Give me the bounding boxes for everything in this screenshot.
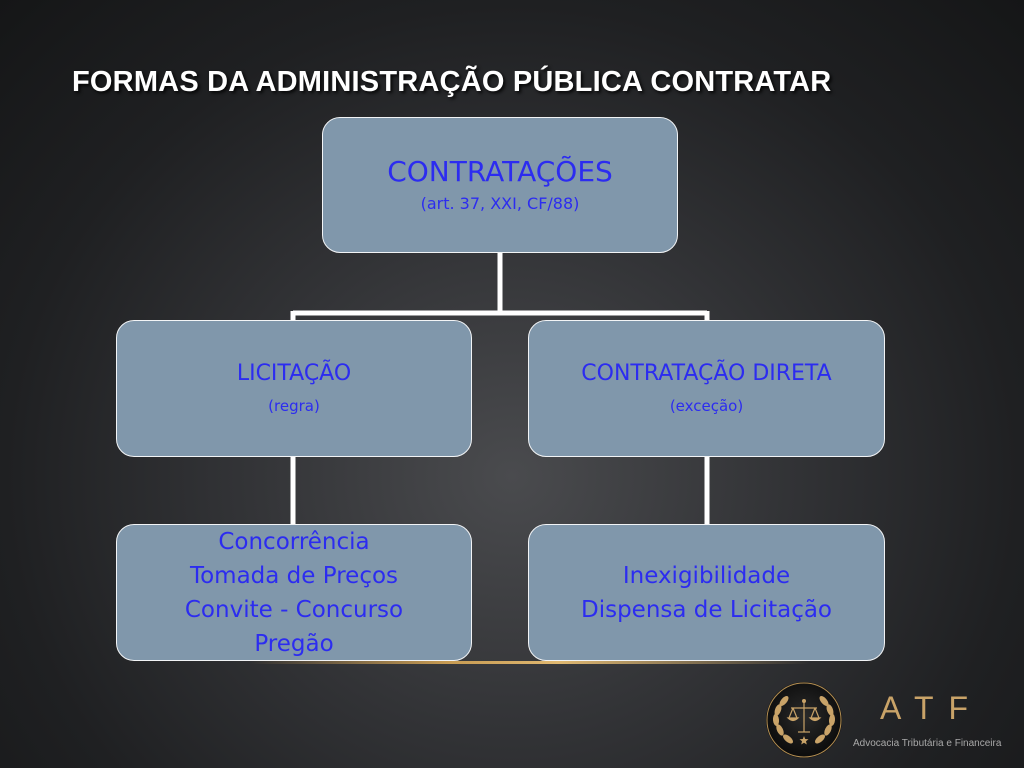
contratacao-direta-hipoteses-box: Inexigibilidade Dispensa de Licitação: [528, 524, 885, 661]
licitacao-sublabel: (regra): [268, 396, 320, 415]
slide-title: FORMAS DA ADMINISTRAÇÃO PÚBLICA CONTRATA…: [72, 66, 832, 98]
modalidade-item: Concorrência: [218, 528, 370, 555]
brand-tagline: Advocacia Tributária e Financeira: [853, 738, 1002, 749]
contratacao-direta-label: CONTRATAÇÃO DIRETA: [581, 360, 832, 386]
modalidade-item: Tomada de Preços: [189, 562, 399, 589]
licitacao-label: LICITAÇÃO: [236, 360, 352, 386]
contratacoes-box: CONTRATAÇÕES (art. 37, XXI, CF/88): [322, 117, 678, 253]
hipotese-item: Dispensa de Licitação: [580, 596, 833, 623]
modalidade-item: Convite - Concurso: [184, 596, 404, 623]
modalidades-box: Concorrência Tomada de Preços Convite - …: [116, 524, 472, 661]
licitacao-box: LICITAÇÃO (regra): [116, 320, 472, 457]
contratacao-direta-sublabel: (exceção): [669, 396, 744, 415]
gold-divider: [250, 661, 810, 664]
scales-of-justice-laurel-icon: [766, 682, 842, 758]
brand-name: ATF: [880, 690, 984, 726]
modalidade-item: Pregão: [254, 630, 334, 657]
contratacao-direta-box: CONTRATAÇÃO DIRETA (exceção): [528, 320, 885, 457]
hipotese-item: Inexigibilidade: [622, 562, 791, 589]
contratacoes-label: CONTRATAÇÕES: [387, 154, 613, 188]
contratacoes-sublabel: (art. 37, XXI, CF/88): [420, 194, 580, 214]
